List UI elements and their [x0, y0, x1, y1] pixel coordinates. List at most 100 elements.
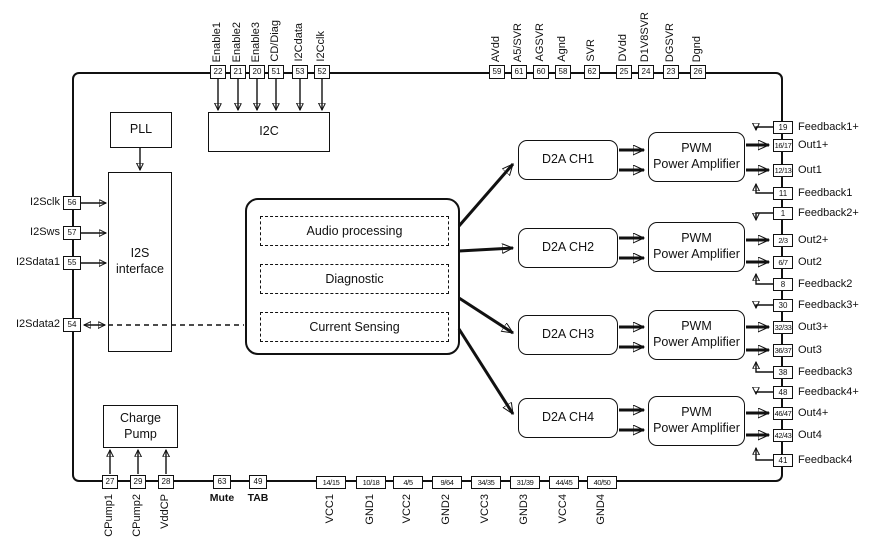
pin-box: 4/5	[393, 476, 423, 489]
pin-label: Out2+	[798, 234, 829, 246]
pin-box: 24	[638, 65, 654, 79]
pin-label: Feedback4+	[798, 386, 859, 398]
pin-box: 26	[690, 65, 706, 79]
pin-label: I2Sws	[30, 226, 60, 238]
chip-outline	[72, 72, 783, 482]
pin-box: 62	[584, 65, 600, 79]
pin-label: Out1	[798, 164, 822, 176]
pin-box: 10/18	[356, 476, 386, 489]
pin-box: 40/50	[587, 476, 617, 489]
charge-pump-label-line2: Pump	[124, 426, 157, 441]
pin-box: 28	[158, 475, 174, 489]
pin-box: 36/37	[773, 344, 793, 357]
d2a-ch4-block: D2A CH4	[518, 398, 618, 438]
pin-box: 22	[210, 65, 226, 79]
pin-box: 54	[63, 318, 81, 332]
pin-label: Feedback1+	[798, 121, 859, 133]
pin-box: 16/17	[773, 139, 793, 152]
pin-box: 14/15	[316, 476, 346, 489]
pin-box: 27	[102, 475, 118, 489]
pin-box: 49	[249, 475, 267, 489]
pin-box: 8	[773, 278, 793, 291]
pin-label: TAB	[247, 492, 269, 504]
pll-label: PLL	[129, 122, 153, 137]
pin-box: 30	[773, 299, 793, 312]
pin-box: 61	[511, 65, 527, 79]
pin-box: 55	[63, 256, 81, 270]
pin-label: Feedback3+	[798, 299, 859, 311]
pin-box: 20	[249, 65, 265, 79]
pin-box: 53	[292, 65, 308, 79]
pin-box: 9/64	[432, 476, 462, 489]
pwm-amp1-label-line2: Power Amplifier	[653, 157, 740, 171]
pwm-amp3-label-line1: PWM	[681, 319, 712, 334]
pll-block: PLL	[110, 112, 172, 148]
pin-box: 46/47	[773, 407, 793, 420]
pin-box: 41	[773, 454, 793, 467]
pin-box: 25	[616, 65, 632, 79]
d2a-ch1-block: D2A CH1	[518, 140, 618, 180]
charge-pump-label-line1: Charge	[120, 410, 161, 425]
pin-box: 51	[268, 65, 284, 79]
current-sensing-block: Current Sensing	[260, 312, 449, 342]
pwm-amp3-block: PWM Power Amplifier	[648, 310, 745, 360]
pin-box: 52	[314, 65, 330, 79]
pwm-amp3-label-line2: Power Amplifier	[653, 335, 740, 349]
pin-label: Out3+	[798, 321, 829, 333]
pin-box: 57	[63, 226, 81, 240]
i2s-label-line2: interface	[116, 262, 164, 276]
pwm-amp4-label-line1: PWM	[681, 405, 712, 420]
pin-label: Feedback2	[798, 278, 853, 290]
pin-label: I2Sclk	[30, 196, 60, 208]
pin-box: 42/43	[773, 429, 793, 442]
pin-label: Feedback3	[798, 366, 853, 378]
audio-processing-label: Audio processing	[306, 224, 403, 238]
pwm-amp2-label-line2: Power Amplifier	[653, 247, 740, 261]
diagnostic-block: Diagnostic	[260, 264, 449, 294]
d2a-to-pwm-arrows	[619, 150, 644, 430]
i2s-label-line1: I2S	[130, 246, 150, 261]
pin-box: 6/7	[773, 256, 793, 269]
pin-box: 38	[773, 366, 793, 379]
pwm-amp2-block: PWM Power Amplifier	[648, 222, 745, 272]
d2a-ch4-label: D2A CH4	[541, 410, 595, 425]
core-block: Audio processing Diagnostic Current Sens…	[245, 198, 460, 355]
d2a-ch2-block: D2A CH2	[518, 228, 618, 268]
pin-label: Out2	[798, 256, 822, 268]
pwm-amp2-label-line1: PWM	[681, 231, 712, 246]
pin-box: 63	[213, 475, 231, 489]
pin-label: Feedback4	[798, 454, 853, 466]
d2a-ch3-block: D2A CH3	[518, 315, 618, 355]
pin-label: I2Sdata1	[15, 256, 60, 268]
pin-box: 11	[773, 187, 793, 200]
pwm-to-output-arrows	[746, 145, 769, 435]
pin-box: 58	[555, 65, 571, 79]
pin-box: 60	[533, 65, 549, 79]
d2a-ch2-label: D2A CH2	[541, 240, 595, 255]
pin-box: 34/35	[471, 476, 501, 489]
pin-box: 29	[130, 475, 146, 489]
d2a-ch1-label: D2A CH1	[541, 152, 595, 167]
pin-box: 59	[489, 65, 505, 79]
pin-box: 32/33	[773, 321, 793, 334]
pin-label: Feedback1	[798, 187, 853, 199]
feedback-wires	[756, 127, 773, 461]
pin-box: 12/13	[773, 164, 793, 177]
i2c-label: I2C	[259, 124, 279, 139]
pin-label: Out4+	[798, 407, 829, 419]
pin-box: 48	[773, 386, 793, 399]
i2c-block: I2C	[208, 112, 330, 152]
pin-box: 21	[230, 65, 246, 79]
pin-box: 56	[63, 196, 81, 210]
pin-label: I2Sdata2	[15, 318, 60, 330]
pin-box: 1	[773, 207, 793, 220]
pwm-amp1-label-line1: PWM	[681, 141, 712, 156]
audio-processing-block: Audio processing	[260, 216, 449, 246]
pwm-amp1-block: PWM Power Amplifier	[648, 132, 745, 182]
i2s-pin-wires	[81, 203, 244, 325]
pin-label: Out3	[798, 344, 822, 356]
pin-label: Out1+	[798, 139, 829, 151]
charge-pump-block: Charge Pump	[103, 405, 178, 448]
